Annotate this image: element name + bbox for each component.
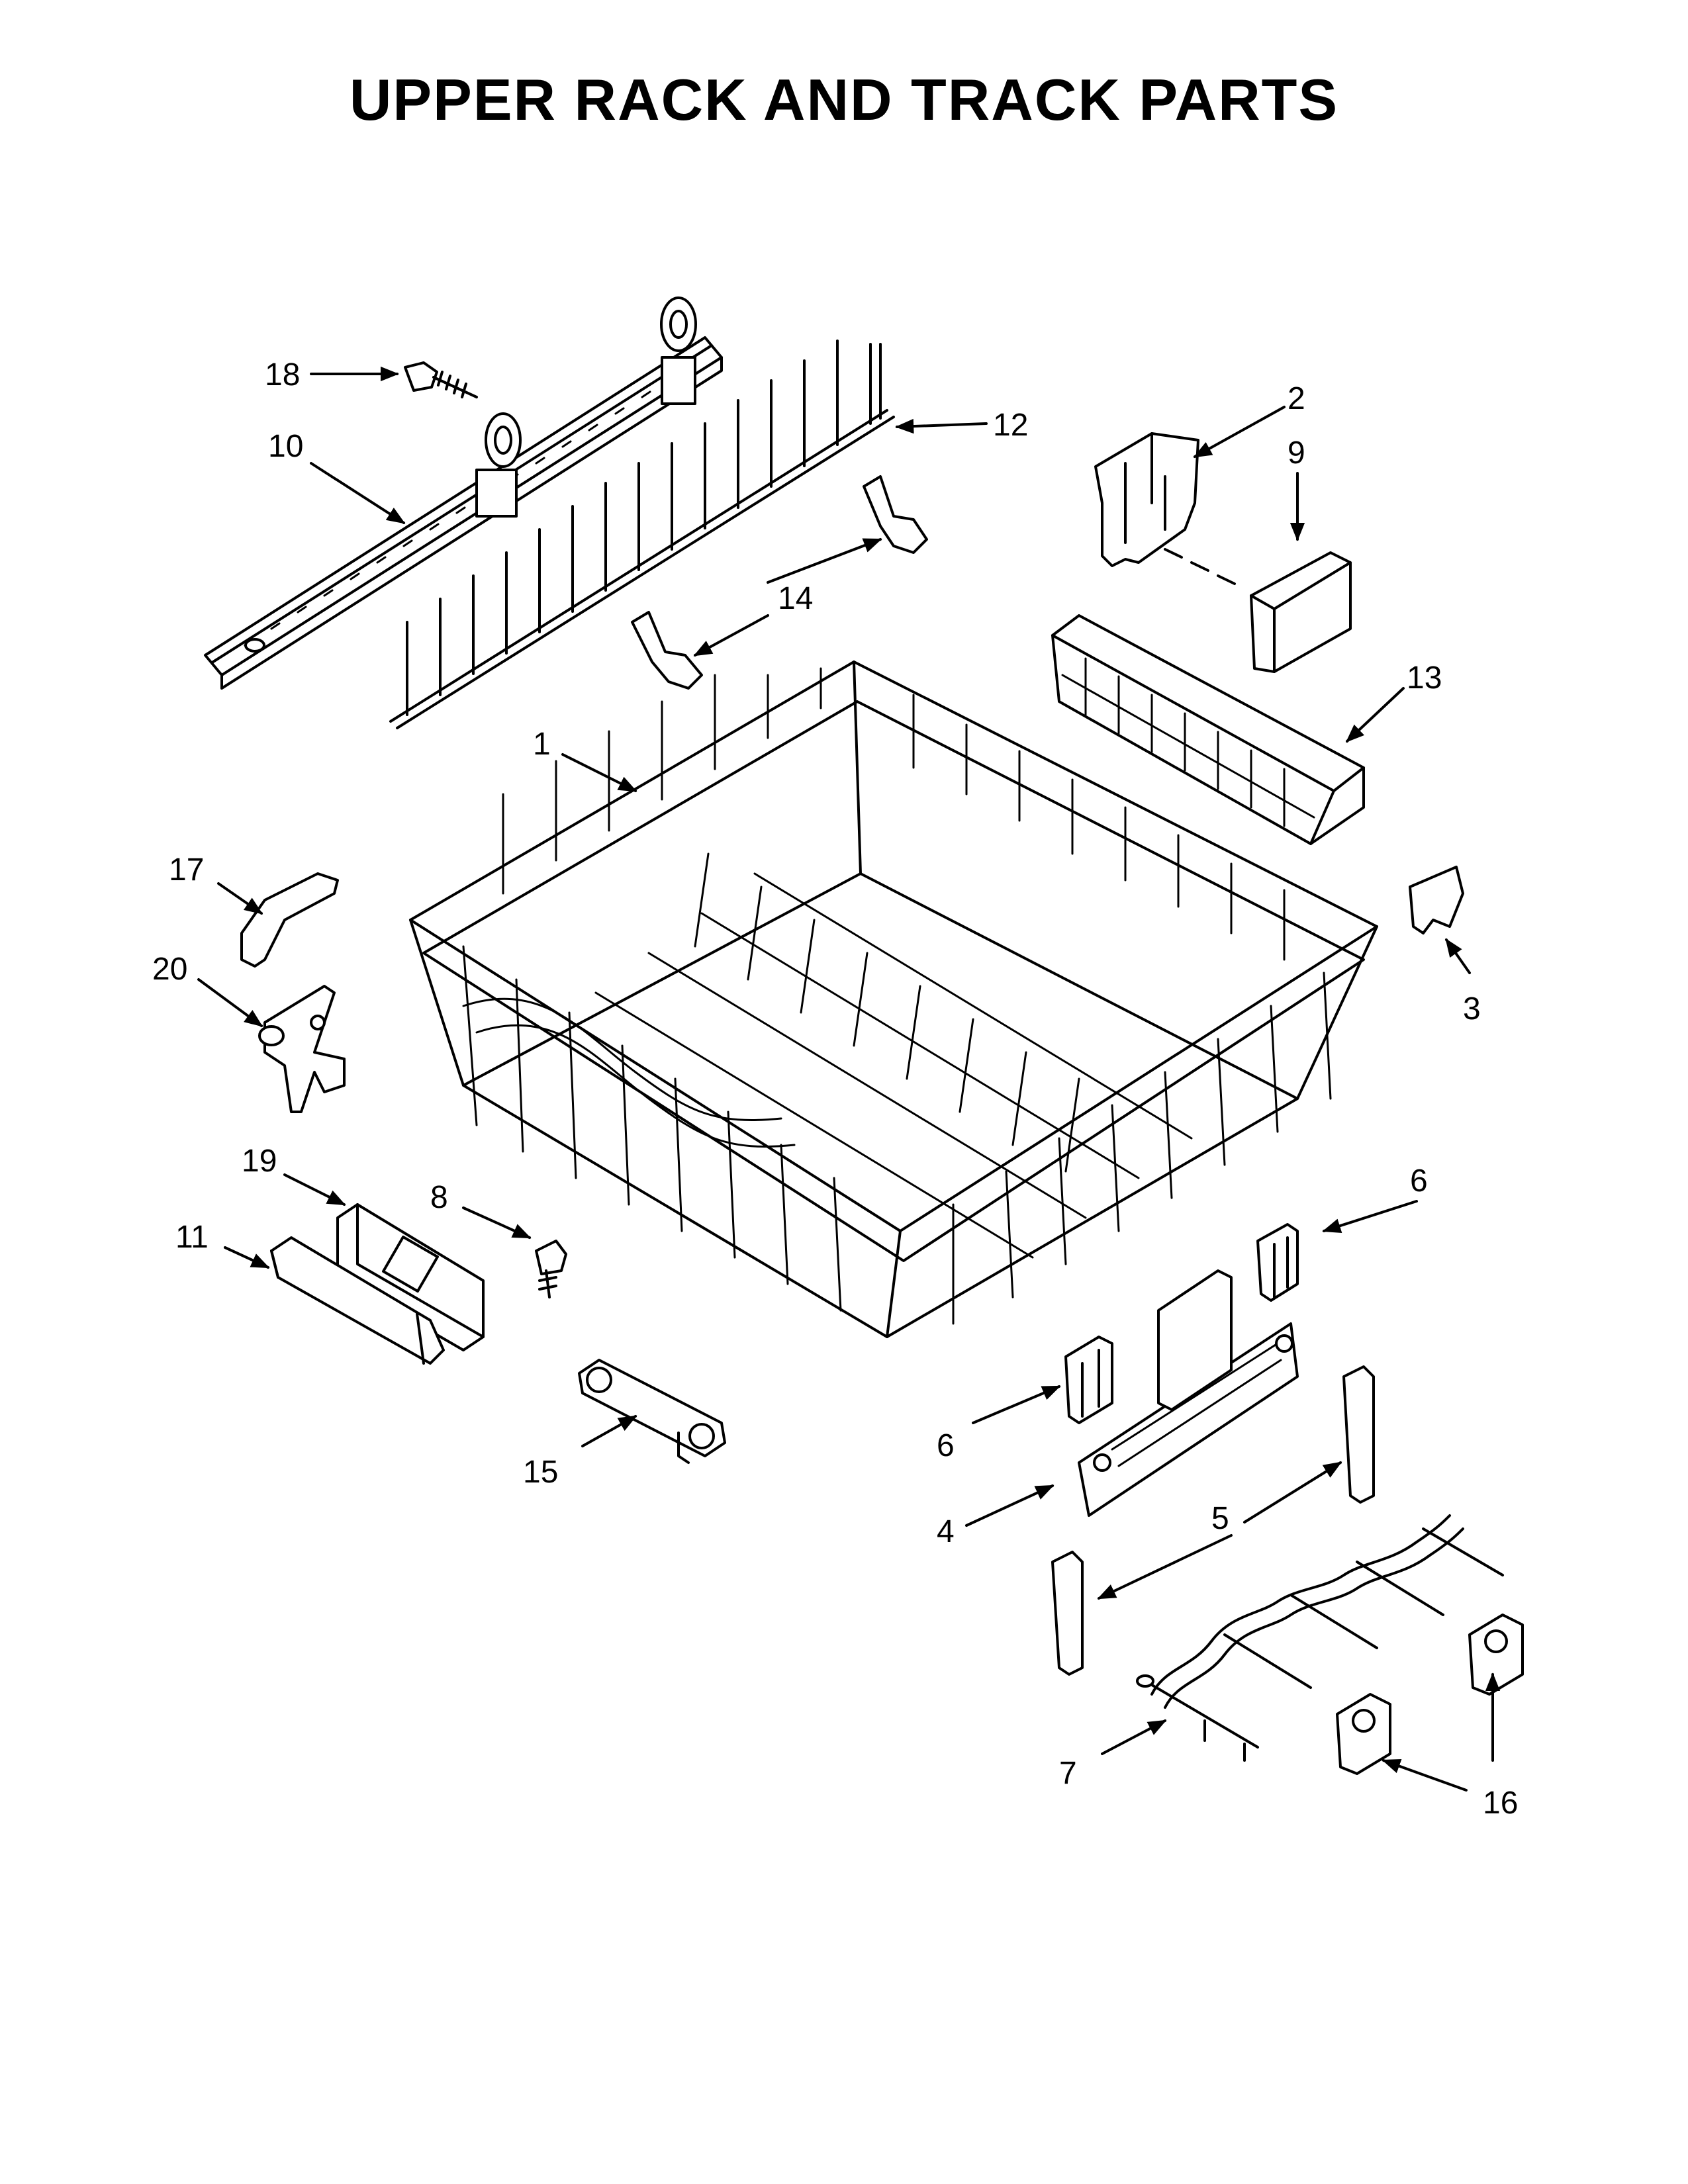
part-15-adjuster	[578, 1359, 726, 1464]
label-part-6-lower: 6	[937, 1428, 955, 1463]
part-11-cover	[270, 1236, 445, 1365]
label-part-13: 13	[1407, 660, 1442, 696]
part-10-track-rail	[204, 296, 723, 690]
label-part-11: 11	[175, 1220, 209, 1255]
label-part-14: 14	[778, 581, 813, 616]
part-20-latch	[258, 985, 346, 1113]
label-part-9: 9	[1288, 435, 1305, 471]
part-5-stops	[1051, 1365, 1375, 1676]
part-6-clip-lower	[1064, 1336, 1113, 1424]
part-4-adjuster-plate	[1078, 1269, 1299, 1517]
label-part-19: 19	[242, 1144, 277, 1179]
label-part-6-upper: 6	[1410, 1163, 1428, 1199]
part-14-clips	[631, 475, 928, 690]
label-part-10: 10	[268, 429, 303, 464]
label-part-3: 3	[1463, 991, 1481, 1026]
part-3-clip	[1409, 866, 1464, 934]
part-12-tine-row	[389, 340, 895, 729]
part-8-screw	[535, 1240, 567, 1298]
label-part-12: 12	[993, 408, 1028, 443]
label-part-5: 5	[1211, 1501, 1229, 1536]
label-part-16: 16	[1483, 1786, 1518, 1821]
part-17-lever	[240, 872, 339, 968]
page-title: UPPER RACK AND TRACK PARTS	[349, 67, 1339, 132]
label-part-4: 4	[937, 1514, 955, 1549]
part-1-upper-rack	[409, 660, 1378, 1338]
part-2-bracket	[1094, 432, 1199, 567]
part-labels: 18 10 12 2 9 14 13 1 17 20 3 6 19 8 11 6…	[152, 357, 1518, 1821]
label-part-1: 1	[533, 727, 551, 762]
leader-lines	[197, 366, 1501, 1792]
label-part-2: 2	[1288, 381, 1305, 416]
part-18-screw	[404, 361, 478, 398]
label-part-8: 8	[430, 1180, 448, 1215]
part-7-wire-rack	[1136, 1514, 1504, 1762]
part-16-wheel-clips	[1336, 1614, 1524, 1775]
label-part-15: 15	[523, 1455, 558, 1490]
label-part-20: 20	[152, 952, 187, 987]
part-9-shield	[1164, 548, 1352, 673]
label-part-18: 18	[265, 357, 300, 392]
label-part-7: 7	[1059, 1756, 1077, 1791]
part-13-basket	[1051, 614, 1365, 845]
part-6-clip-upper	[1256, 1223, 1299, 1302]
label-part-17: 17	[169, 852, 204, 887]
